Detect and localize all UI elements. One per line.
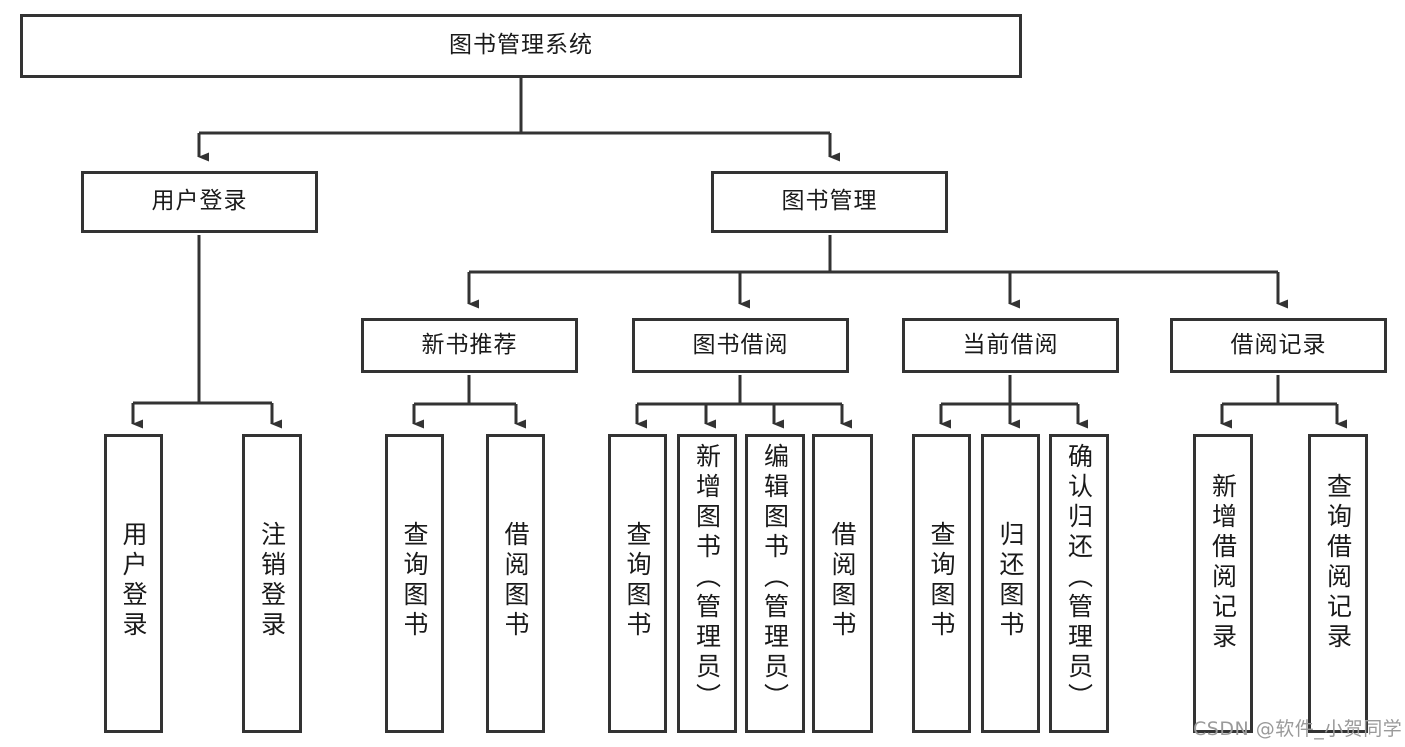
node-new-book-recommend-label: 新书推荐 bbox=[421, 331, 518, 358]
node-leaf-borrow-book-1-label: 借阅图书 bbox=[501, 521, 530, 641]
node-leaf-return-book[interactable]: 归还图书 bbox=[981, 434, 1040, 733]
node-leaf-logout-login[interactable]: 注销登录 bbox=[242, 434, 302, 733]
watermark-text: CSDN @软件_小贺同学 bbox=[1193, 718, 1403, 740]
node-borrow-record-label: 借阅记录 bbox=[1230, 331, 1327, 358]
node-leaf-confirm-return-label: 确认归还（管理员） bbox=[1064, 443, 1094, 713]
node-leaf-borrow-book-1[interactable]: 借阅图书 bbox=[486, 434, 545, 733]
node-leaf-add-record-label: 新增借阅记录 bbox=[1208, 473, 1238, 653]
node-current-borrow[interactable]: 当前借阅 bbox=[902, 318, 1119, 373]
node-leaf-user-login[interactable]: 用户登录 bbox=[104, 434, 163, 733]
node-book-borrow-label: 图书借阅 bbox=[692, 331, 789, 358]
node-leaf-borrow-book-2-label: 借阅图书 bbox=[828, 521, 857, 641]
node-user-login[interactable]: 用户登录 bbox=[81, 171, 318, 233]
node-leaf-query-book-3-label: 查询图书 bbox=[927, 521, 956, 641]
node-new-book-recommend[interactable]: 新书推荐 bbox=[361, 318, 578, 373]
node-leaf-add-record[interactable]: 新增借阅记录 bbox=[1193, 434, 1253, 733]
node-leaf-query-record-label: 查询借阅记录 bbox=[1323, 473, 1353, 653]
node-leaf-add-book[interactable]: 新增图书（管理员） bbox=[677, 434, 737, 733]
node-leaf-query-book-1[interactable]: 查询图书 bbox=[385, 434, 444, 733]
node-book-management-label: 图书管理 bbox=[781, 188, 878, 215]
node-current-borrow-label: 当前借阅 bbox=[962, 331, 1059, 358]
node-leaf-edit-book[interactable]: 编辑图书（管理员） bbox=[745, 434, 805, 733]
node-leaf-confirm-return[interactable]: 确认归还（管理员） bbox=[1049, 434, 1109, 733]
node-leaf-query-record[interactable]: 查询借阅记录 bbox=[1308, 434, 1368, 733]
node-leaf-query-book-2-label: 查询图书 bbox=[623, 521, 652, 641]
node-leaf-logout-login-label: 注销登录 bbox=[257, 521, 287, 641]
node-borrow-record[interactable]: 借阅记录 bbox=[1170, 318, 1387, 373]
node-leaf-query-book-3[interactable]: 查询图书 bbox=[912, 434, 971, 733]
node-leaf-query-book-1-label: 查询图书 bbox=[400, 521, 429, 641]
node-leaf-borrow-book-2[interactable]: 借阅图书 bbox=[812, 434, 873, 733]
node-root[interactable]: 图书管理系统 bbox=[20, 14, 1022, 78]
node-user-login-label: 用户登录 bbox=[151, 188, 248, 215]
node-leaf-return-book-label: 归还图书 bbox=[996, 521, 1025, 641]
node-book-borrow[interactable]: 图书借阅 bbox=[632, 318, 849, 373]
node-root-label: 图书管理系统 bbox=[449, 32, 593, 59]
node-leaf-query-book-2[interactable]: 查询图书 bbox=[608, 434, 667, 733]
node-leaf-edit-book-label: 编辑图书（管理员） bbox=[760, 443, 790, 713]
node-leaf-user-login-label: 用户登录 bbox=[119, 521, 148, 641]
node-leaf-add-book-label: 新增图书（管理员） bbox=[692, 443, 722, 713]
node-book-management[interactable]: 图书管理 bbox=[711, 171, 948, 233]
